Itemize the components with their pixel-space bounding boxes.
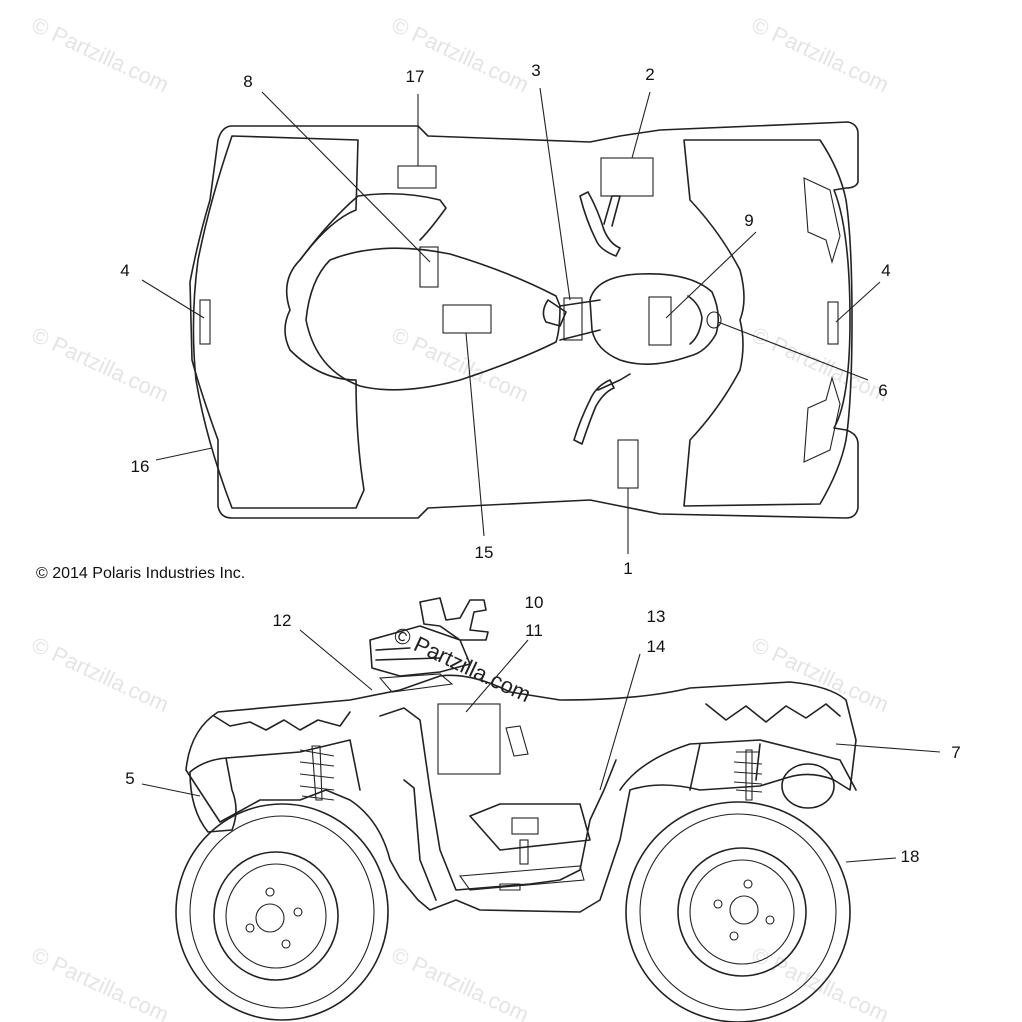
callout-10: 10 (525, 593, 544, 612)
watermark: © Partzilla.com (748, 12, 893, 97)
rear-shock (299, 745, 335, 801)
watermark: © Partzilla.com (748, 942, 893, 1022)
watermark: © Partzilla.com (28, 632, 173, 717)
callout-6: 6 (878, 381, 887, 400)
seat-frame (299, 192, 601, 341)
console-inner (687, 295, 703, 345)
callout-13: 13 (647, 607, 666, 626)
callout-5: 5 (125, 769, 134, 788)
callout-11: 11 (525, 621, 543, 640)
front-fender (683, 139, 853, 507)
decal-14 (511, 817, 539, 835)
atv-top-view: 17 3 2 8 9 4 4 6 16 15 1 (120, 61, 890, 578)
front-vent-lower (803, 376, 841, 463)
front-rack (705, 703, 841, 723)
callout-17: 17 (406, 67, 425, 86)
decal-9 (648, 296, 672, 346)
decal-4-rear (199, 299, 211, 345)
decal-15 (442, 304, 492, 334)
watermark: © Partzilla.com (28, 322, 173, 407)
handlebar-lower (573, 373, 631, 445)
handlebar-upper (579, 191, 621, 257)
console-side (369, 625, 471, 677)
callout-14: 14 (647, 637, 666, 656)
callout-18: 18 (901, 847, 920, 866)
decal-side-small (519, 839, 529, 865)
decal-11 (437, 703, 501, 775)
decal-4-front (827, 301, 839, 345)
leader-lines-side (141, 629, 941, 863)
console (589, 273, 720, 365)
decal-6 (706, 311, 722, 329)
front-shock (733, 749, 763, 801)
watermark: © Partzilla.com (748, 632, 893, 717)
rear-fender (192, 135, 365, 509)
decal-12 (378, 673, 454, 693)
callout-4-front: 4 (881, 261, 890, 280)
seat-inner (542, 299, 567, 327)
decal-2 (600, 157, 654, 197)
side-body (185, 674, 857, 913)
handlebar-side (419, 597, 489, 641)
seat (305, 247, 561, 391)
callout-4-rear: 4 (120, 261, 129, 280)
callout-2: 2 (645, 65, 654, 84)
watermark: © Partzilla.com (28, 942, 173, 1022)
leader-lines-top (141, 87, 881, 554)
watermark: © Partzilla.com (28, 12, 173, 97)
callout-7: 7 (951, 743, 960, 762)
front-wheel (625, 801, 851, 1022)
watermark-center: © Partzilla.com (390, 622, 535, 707)
rear-wheel (175, 803, 389, 1021)
atv-side-view: 10 11 12 13 14 5 7 18 (125, 593, 961, 1022)
watermark: © Partzilla.com (388, 942, 533, 1022)
decal-13 (505, 725, 529, 757)
copyright-text: © 2014 Polaris Industries Inc. (36, 565, 245, 582)
decal-3 (563, 297, 583, 341)
decal-17 (397, 165, 437, 189)
watermark: © Partzilla.com (748, 322, 893, 407)
callout-15: 15 (475, 543, 494, 562)
rear-rack (213, 711, 351, 731)
callout-8: 8 (243, 72, 252, 91)
rear-fender-side (189, 739, 361, 833)
watermark: © Partzilla.com (388, 322, 533, 407)
decal-1 (617, 439, 639, 489)
headlight (781, 763, 835, 809)
top-body-outline (189, 121, 859, 519)
callout-16: 16 (131, 457, 150, 476)
footwell (458, 865, 585, 891)
side-frame (379, 707, 617, 901)
callout-9: 9 (744, 211, 753, 230)
decal-8 (419, 246, 439, 288)
callout-3: 3 (531, 61, 540, 80)
callout-12: 12 (273, 611, 292, 630)
front-vent-upper (803, 177, 841, 264)
callout-1: 1 (623, 559, 632, 578)
